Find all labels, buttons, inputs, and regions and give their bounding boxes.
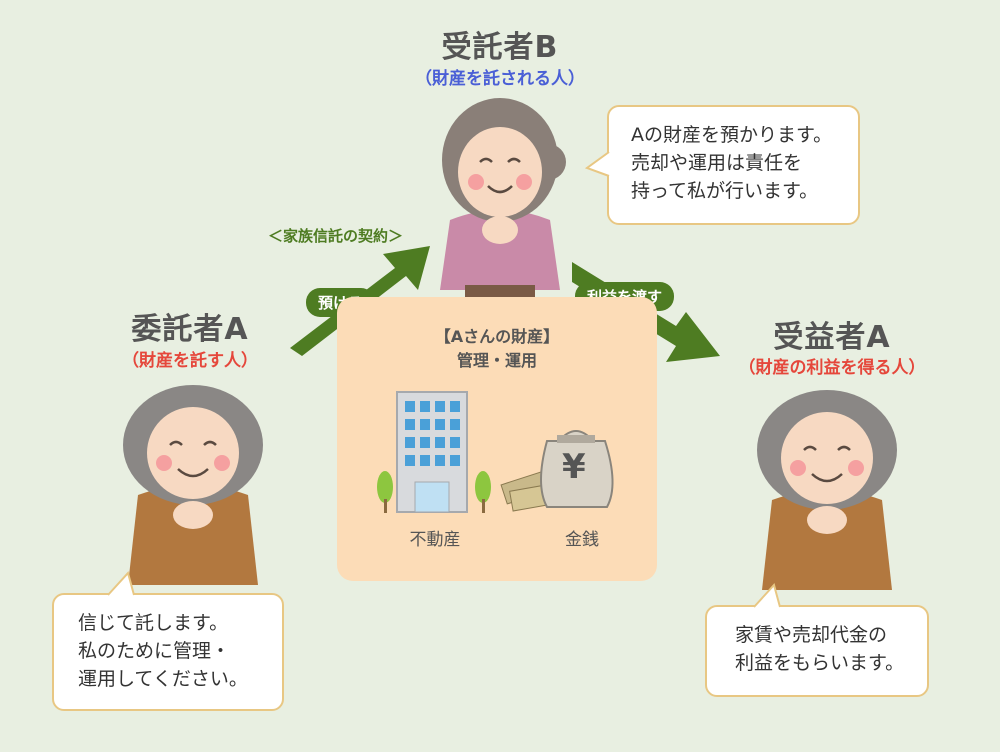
yen-symbol: ¥: [562, 447, 586, 487]
beneficiary-speech-bubble: 家賃や売却代金の 利益をもらいます。: [705, 605, 929, 697]
beneficiary-bubble-tail: [753, 582, 781, 608]
trustee-subtitle: （財産を託される人）: [415, 69, 585, 89]
settlor-person-illustration: [123, 385, 263, 585]
real-estate-label: 不動産: [409, 530, 461, 550]
building-icon: [377, 391, 491, 513]
trustee-title: 受託者B: [441, 30, 559, 65]
trustee-speech-line: 売却や運用は責任を: [631, 152, 803, 174]
asset-panel: 【Aさんの財産】 管理・運用 不動産 ¥ 金銭: [337, 297, 657, 581]
asset-panel-title: 【Aさんの財産】: [434, 327, 560, 346]
trustee-speech-line: Aの財産を預かります。: [631, 124, 833, 146]
settlor-bubble-tail: [107, 570, 135, 596]
settlor-speech-line: 信じて託します。: [78, 612, 229, 634]
asset-panel-subtitle: 管理・運用: [456, 351, 537, 370]
money-bag-icon: [500, 430, 614, 512]
settlor-speech-bubble: 信じて託します。 私のために管理・ 運用してください。: [52, 593, 284, 711]
trustee-speech-line: 持って私が行います。: [631, 180, 819, 202]
settlor-subtitle: （財産を託す人）: [122, 351, 258, 371]
settlor-title: 委託者A: [131, 312, 249, 347]
beneficiary-title: 受益者A: [773, 320, 891, 355]
money-label: 金銭: [565, 530, 599, 550]
beneficiary-subtitle: （財産の利益を得る人）: [738, 358, 926, 378]
trustee-speech-bubble: Aの財産を預かります。 売却や運用は責任を 持って私が行います。: [607, 105, 860, 225]
beneficiary-person-illustration: [757, 390, 897, 590]
settlor-speech-line: 運用してください。: [78, 668, 248, 690]
trustee-person-illustration: [440, 98, 566, 310]
trustee-bubble-tail: [584, 151, 610, 177]
beneficiary-speech-line: 家賃や売却代金の: [735, 624, 888, 646]
beneficiary-speech-line: 利益をもらいます。: [735, 652, 905, 674]
settlor-speech-line: 私のために管理・: [78, 640, 231, 662]
contract-label: ＜家族信託の契約＞: [268, 227, 404, 245]
